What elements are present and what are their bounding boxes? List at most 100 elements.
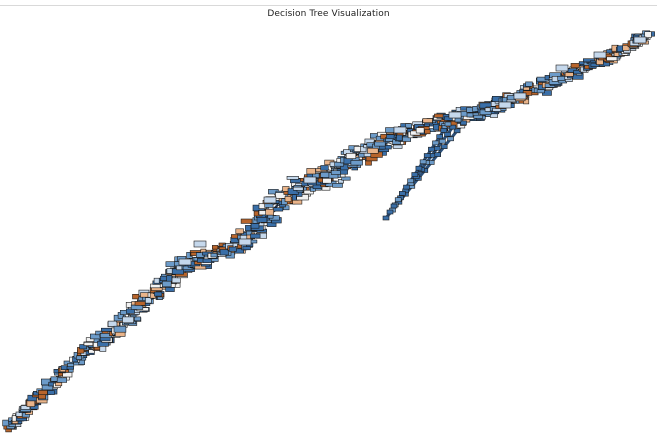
tree-node — [498, 101, 512, 109]
tree-node — [432, 140, 439, 146]
tree-node — [265, 208, 274, 216]
tree-node — [67, 362, 75, 367]
tree-node — [178, 258, 192, 266]
tree-node — [341, 176, 351, 181]
tree-node — [322, 178, 332, 184]
tree-node — [557, 76, 566, 81]
tree-node — [407, 178, 414, 184]
tree-node — [101, 327, 113, 332]
tree-node — [235, 228, 244, 234]
tree-node — [422, 118, 433, 123]
tree-node — [434, 152, 442, 157]
tree-node — [166, 275, 173, 282]
tree-node — [415, 127, 425, 134]
tree-node — [275, 192, 287, 199]
tree-node — [403, 184, 410, 190]
tree-node — [593, 51, 607, 59]
tree-node — [411, 172, 419, 177]
tree-node — [436, 134, 444, 139]
tree-node — [551, 76, 559, 82]
tree-node — [433, 146, 441, 151]
tree-node — [536, 89, 545, 94]
tree-node — [256, 217, 268, 223]
tree-node — [382, 215, 390, 221]
tree-node — [303, 189, 314, 195]
tree-node — [242, 246, 251, 251]
tree-node — [88, 349, 95, 354]
tree-node — [385, 127, 395, 133]
tree-node — [76, 355, 82, 360]
tree-edges — [7, 32, 651, 431]
tree-node — [438, 138, 446, 144]
tree-node — [386, 134, 395, 139]
tree-node — [240, 218, 253, 224]
tree-node — [622, 44, 630, 51]
tree-node — [79, 344, 87, 350]
tree-node — [523, 86, 530, 91]
tree-node — [246, 230, 253, 236]
tree-node — [415, 165, 423, 171]
tree-node — [440, 144, 448, 149]
tree-node — [55, 382, 63, 387]
tree-node — [392, 144, 403, 149]
tree-node — [320, 165, 329, 171]
tree-node — [449, 124, 457, 130]
tree-node — [219, 249, 229, 256]
tree-node — [454, 117, 462, 123]
tree-node — [398, 191, 406, 196]
tree-node — [282, 205, 290, 211]
tree-node — [107, 320, 118, 327]
tree-node — [134, 301, 146, 306]
tree-node — [444, 131, 451, 137]
tree-node — [303, 176, 317, 184]
tree-node — [212, 245, 219, 250]
tree-node — [350, 160, 363, 166]
tree-node — [419, 159, 427, 165]
tree-node — [250, 223, 260, 229]
tree-node — [374, 141, 386, 147]
tree-node — [20, 405, 31, 410]
tree-node — [513, 92, 527, 100]
tree-node — [113, 325, 127, 333]
tree-node — [525, 81, 533, 87]
tree-node — [26, 400, 36, 407]
tree-node — [453, 128, 461, 134]
tree-node — [564, 72, 574, 77]
tree-node — [633, 36, 647, 44]
tree-node — [466, 112, 474, 118]
tree-node — [424, 129, 431, 135]
tree-node — [292, 186, 304, 191]
tree-node — [126, 308, 135, 314]
tree-node — [394, 197, 402, 202]
tree-node — [56, 377, 68, 383]
tree-node — [122, 316, 134, 324]
tree-node — [345, 153, 357, 159]
tree-node — [393, 126, 407, 134]
tree-node — [284, 196, 292, 202]
tree-node — [145, 297, 152, 304]
tree-node — [644, 31, 652, 38]
tree-node — [386, 209, 394, 215]
tree-node — [337, 179, 344, 184]
tree-node — [606, 56, 618, 61]
tree-node — [423, 153, 431, 158]
top-border-rule — [0, 5, 657, 6]
tree-node — [286, 176, 299, 180]
tree-node — [332, 183, 343, 188]
tree-node — [460, 120, 467, 126]
tree-node — [272, 207, 284, 212]
tree-node — [238, 238, 252, 246]
tree-node — [448, 111, 462, 119]
tree-node — [360, 146, 367, 153]
tree-node — [473, 114, 483, 119]
tree-node — [193, 240, 207, 248]
tree-node — [154, 291, 163, 297]
tree-node — [390, 203, 398, 209]
tree-node — [263, 196, 277, 204]
tree-nodes — [2, 30, 655, 433]
tree-node — [296, 194, 309, 201]
tree-node — [306, 168, 316, 175]
tree-node — [250, 233, 261, 239]
figure-title: Decision Tree Visualization — [267, 9, 390, 19]
